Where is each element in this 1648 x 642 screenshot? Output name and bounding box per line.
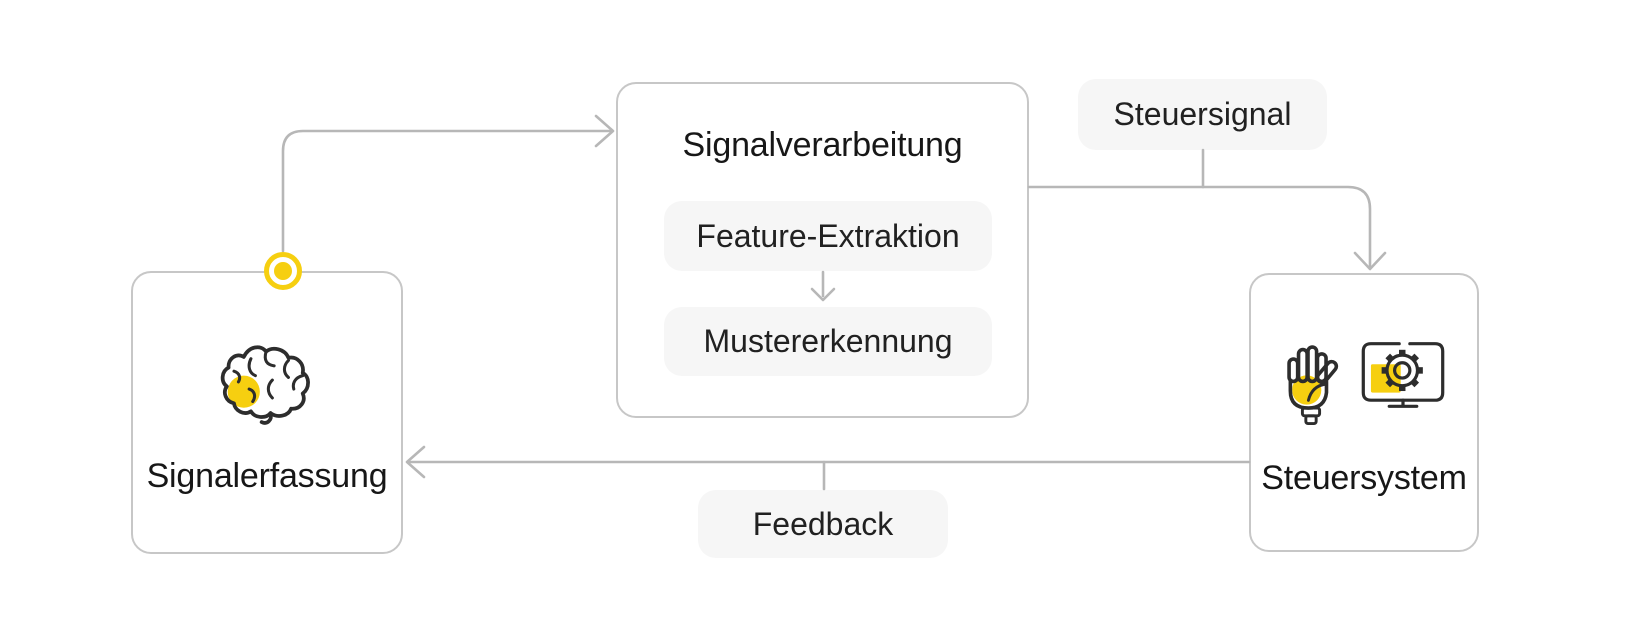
monitor-gear-icon: [1361, 341, 1445, 414]
node-signalverarbeitung-title: Signalverarbeitung: [682, 126, 963, 164]
node-signalerfassung-label: Signalerfassung: [146, 457, 388, 495]
arrow-signalerfassung-to-signalverarbeitung: [281, 114, 615, 253]
connector-dot: [264, 252, 302, 290]
node-steuersystem: Steuersystem: [1249, 273, 1479, 552]
connector-dot-inner: [274, 262, 292, 280]
node-signalverarbeitung: Signalverarbeitung Feature-Extraktion Mu…: [616, 82, 1029, 418]
step-feature-extraktion: Feature-Extraktion: [664, 201, 992, 271]
node-signalerfassung: Signalerfassung: [131, 271, 403, 554]
step-mustererkennung: Mustererkennung: [664, 307, 992, 376]
edge-label-steuersignal: Steuersignal: [1078, 79, 1327, 150]
arrow-steuersystem-to-signalerfassung-feedback: [405, 445, 1251, 491]
brain-icon: [133, 333, 401, 429]
edge-label-feedback: Feedback: [698, 490, 948, 558]
node-steuersystem-label: Steuersystem: [1261, 459, 1467, 497]
arrow-signalverarbeitung-to-steuersystem: [1027, 148, 1387, 271]
prosthetic-hand-icon: [1283, 341, 1339, 432]
